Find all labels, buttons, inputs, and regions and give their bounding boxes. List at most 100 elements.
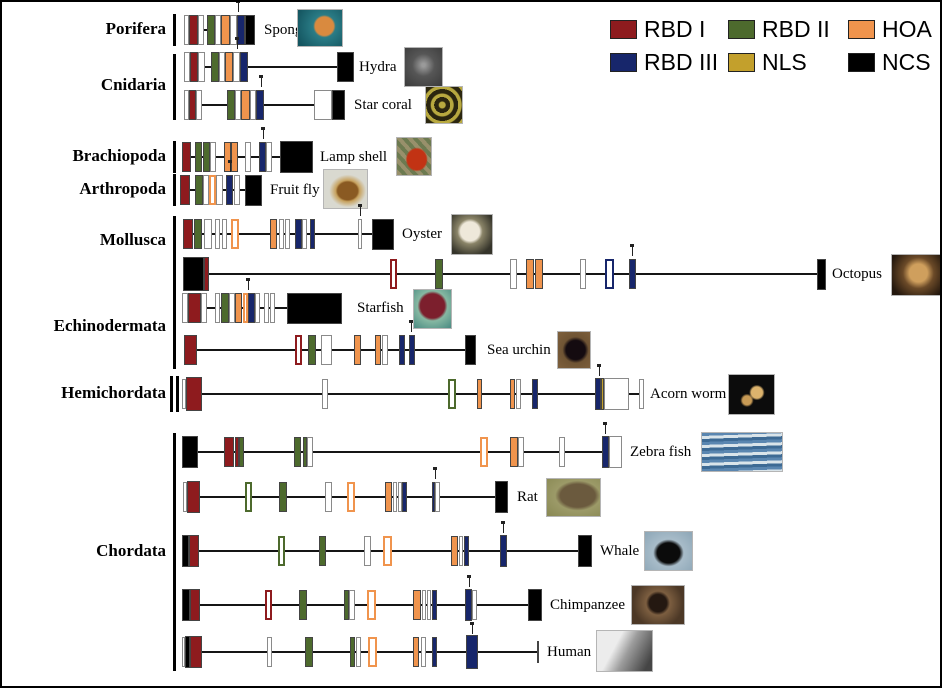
chimpanzee-photo	[631, 585, 685, 625]
domain-box-w-whale	[459, 536, 463, 566]
domain-box-w-star-coral	[235, 90, 241, 120]
domain-box-b-oyster	[295, 219, 302, 249]
domain-box-w-starfish	[182, 293, 188, 323]
domain-box-o-acorn-worm	[477, 379, 482, 409]
species-label-sponge: Sponge	[264, 22, 309, 38]
domain-box-w-starfish	[270, 293, 275, 323]
legend-label: RBD II	[762, 16, 830, 42]
species-label-whale: Whale	[600, 543, 640, 559]
domain-box-r-star-coral	[189, 90, 196, 120]
domain-box-w-oyster	[204, 219, 212, 249]
domain-box-w-oyster	[285, 219, 290, 249]
cleavage-tick-starfish	[246, 278, 250, 290]
domain-box-w-fruit-fly	[216, 175, 223, 205]
domain-box-g-sponge	[207, 15, 215, 45]
domain-box-b-hydra	[240, 52, 248, 82]
domain-box-w-hydra	[198, 52, 205, 82]
domain-box-w-chimpanzee	[427, 590, 431, 620]
cleavage-tick-star-coral	[259, 75, 263, 87]
domain-box-w-sponge	[215, 15, 221, 45]
domain-box-b-human	[466, 635, 478, 669]
sequence-line-rat	[183, 496, 508, 498]
phylum-label-echinodermata: Echinodermata	[53, 316, 166, 335]
species-label-hydra: Hydra	[359, 59, 397, 75]
cleavage-tick-acorn-worm	[597, 364, 601, 376]
domain-box-b-sea-urchin	[399, 335, 405, 365]
domain-box-g-octopus	[435, 259, 443, 289]
domain-box-w-sponge	[198, 15, 204, 45]
domain-box-w-starfish	[264, 293, 269, 323]
cleavage-tick-oyster	[358, 204, 362, 216]
phylum-bracket-porifera	[173, 14, 176, 46]
domain-box-w-fruit-fly	[209, 175, 216, 205]
domain-box-w-octopus	[390, 259, 397, 289]
human-photo	[596, 630, 653, 672]
phylum-label-mollusca: Mollusca	[99, 230, 166, 249]
domain-box-k-sponge	[245, 15, 255, 45]
sequence-line-hydra	[184, 66, 354, 68]
species-label-rat: Rat	[517, 489, 538, 505]
sea-urchin-photo	[557, 331, 591, 369]
domain-box-w-acorn-worm	[448, 379, 456, 409]
domain-box-w-rat	[393, 482, 397, 512]
star-coral-photo	[425, 86, 463, 124]
domain-box-b-chimpanzee	[465, 589, 472, 621]
domain-box-o-hydra	[225, 52, 233, 82]
domain-box-w-chimpanzee	[349, 590, 355, 620]
domain-box-w-oyster	[215, 219, 220, 249]
domain-box-r-zebra-fish	[235, 437, 239, 467]
oyster-photo	[451, 214, 493, 255]
cleavage-tick-fruit-fly	[228, 160, 232, 172]
species-label-star-coral: Star coral	[354, 97, 412, 113]
cleavage-tick-sea-urchin	[409, 320, 413, 332]
domain-box-r-whale	[189, 535, 199, 567]
domain-box-w-star-coral	[250, 90, 256, 120]
domain-box-r-lamp-shell	[182, 142, 191, 172]
starfish-photo	[413, 289, 452, 329]
domain-box-g-whale	[319, 536, 326, 566]
species-label-starfish: Starfish	[357, 300, 404, 316]
domain-box-g-human	[305, 637, 313, 667]
species-label-chimpanzee: Chimpanzee	[550, 597, 625, 613]
species-label-fruit-fly: Fruit fly	[270, 182, 320, 198]
legend-swatch-nls	[728, 53, 755, 72]
domain-box-w-human	[356, 637, 361, 667]
fruit-fly-photo	[323, 169, 368, 209]
cleavage-tick-rat	[433, 467, 437, 479]
domain-box-r-oyster	[183, 219, 193, 249]
domain-box-w-whale	[364, 536, 371, 566]
domain-box-o-human	[413, 637, 419, 667]
domain-box-g-lamp-shell	[203, 142, 210, 172]
domain-box-w-oyster	[302, 219, 307, 249]
domain-box-w-chimpanzee	[265, 590, 272, 620]
domain-box-k-octopus	[817, 258, 826, 290]
legend-label: HOA	[882, 16, 932, 42]
domain-box-w-starfish	[229, 293, 235, 323]
phylum-bracket-echinodermata	[173, 291, 176, 369]
domain-box-w-fruit-fly	[234, 175, 240, 205]
domain-box-b-star-coral	[256, 90, 264, 120]
domain-box-w-sea-urchin	[295, 335, 302, 365]
domain-box-o-chimpanzee	[413, 590, 421, 620]
domain-box-o-lamp-shell	[224, 142, 231, 172]
cleavage-tick-zebra-fish	[603, 422, 607, 434]
phylum-bracket-brachiopoda	[173, 141, 176, 173]
phylum-label-hemichordata: Hemichordata	[61, 383, 166, 402]
zebra-fish-photo	[701, 432, 783, 472]
domain-box-g-human	[350, 637, 355, 667]
domain-box-w-rat	[183, 482, 187, 512]
species-label-human: Human	[547, 644, 592, 660]
domain-box-g-oyster	[194, 219, 202, 249]
sequence-line-acorn-worm	[182, 393, 644, 395]
domain-box-w-whale	[383, 536, 392, 566]
domain-box-w-sponge	[184, 15, 189, 45]
domain-box-g-starfish	[221, 293, 229, 323]
domain-box-g-chimpanzee	[299, 590, 307, 620]
domain-box-b-fruit-fly	[226, 175, 233, 205]
cleavage-tick-hydra	[235, 37, 239, 49]
domain-box-w-zebra-fish	[307, 437, 313, 467]
cleavage-tick-octopus	[630, 244, 634, 256]
sequence-line-star-coral	[184, 104, 345, 106]
domain-box-b-starfish	[248, 293, 255, 323]
species-label-lamp-shell: Lamp shell	[320, 149, 388, 165]
